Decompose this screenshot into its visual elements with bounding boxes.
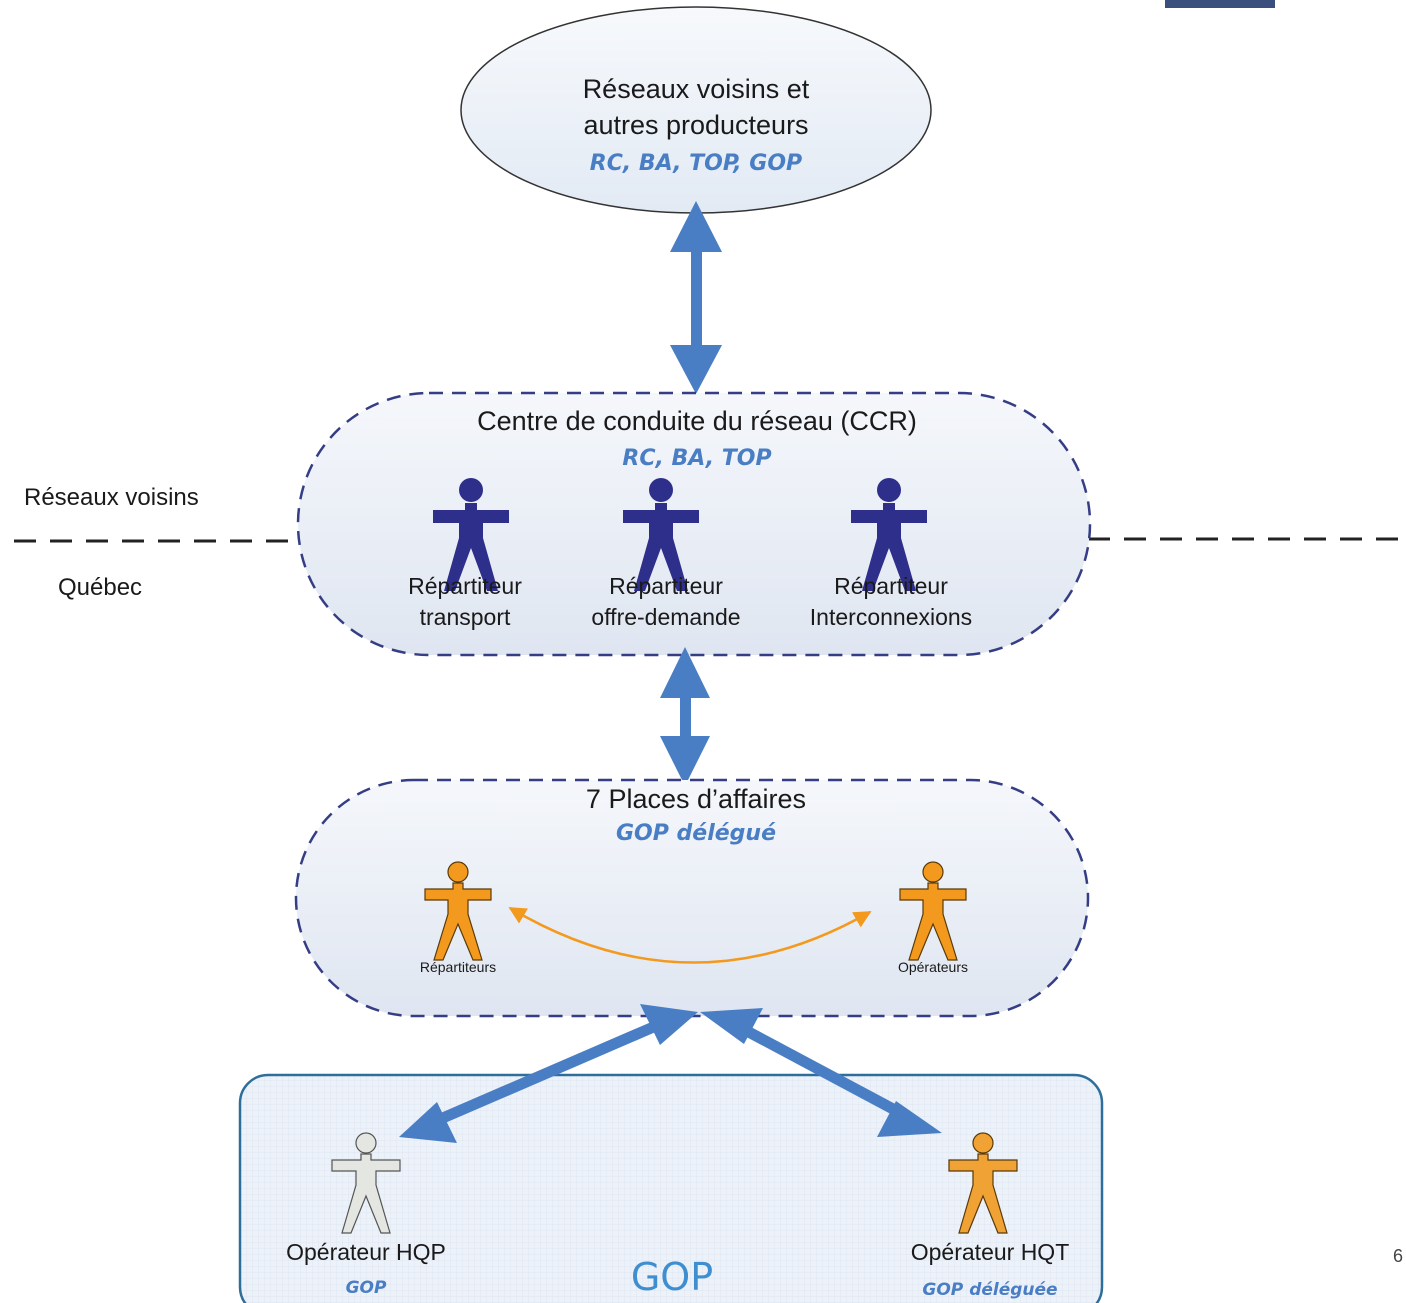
- arrow-top-to-ccr: [670, 201, 722, 394]
- ccr-roles: RC, BA, TOP: [622, 446, 771, 471]
- ccr-actor-3-line2: Interconnexions: [810, 604, 972, 630]
- actor-icon-transport: [433, 478, 509, 591]
- places-roles: GOP délégué: [616, 821, 776, 846]
- actor-icon-interconnexions: [851, 478, 927, 591]
- arrow-places-to-hqt: [700, 1008, 942, 1137]
- ccr-actor-2-line1: Répartiteur: [609, 573, 723, 599]
- actor-icon-repartiteurs: [424, 861, 492, 961]
- actor-icon-hqt: [948, 1132, 1018, 1234]
- arrow-ccr-to-places: [660, 647, 710, 786]
- ccr-actor-3-line1: Répartiteur: [834, 573, 948, 599]
- arrow-places-to-hqp: [399, 1004, 698, 1143]
- places-container: [294, 778, 1090, 1018]
- boundary-label-below: Québec: [58, 574, 142, 601]
- actor-icon-offre-demande: [623, 478, 699, 591]
- ccr-actor-1-line2: transport: [420, 604, 511, 630]
- top-node-line1: Réseaux voisins et: [583, 74, 810, 104]
- gop-right-role: GOP déléguée: [922, 1280, 1057, 1300]
- places-right-label: Opérateurs: [898, 959, 968, 975]
- top-node-line2: autres producteurs: [583, 110, 808, 140]
- places-left-label: Répartiteurs: [420, 959, 496, 975]
- gop-left-label: Opérateur HQP: [286, 1239, 446, 1265]
- gop-left-role: GOP: [346, 1278, 387, 1298]
- ccr-actor-1-line1: Répartiteur: [408, 573, 522, 599]
- actor-icon-operateurs: [899, 861, 967, 961]
- actor-icon-hqp: [331, 1132, 401, 1234]
- ccr-title: Centre de conduite du réseau (CCR): [477, 406, 917, 436]
- gop-right-label: Opérateur HQT: [911, 1239, 1070, 1265]
- ccr-actor-2-line2: offre-demande: [591, 604, 740, 630]
- corner-thumbnail: [1165, 0, 1275, 8]
- arrow-repartiteurs-operateurs: [508, 906, 872, 964]
- boundary-label-above: Réseaux voisins: [24, 484, 199, 511]
- places-title: 7 Places d’affaires: [586, 784, 806, 814]
- page-number: 6: [1393, 1246, 1403, 1266]
- top-node-roles: RC, BA, TOP, GOP: [590, 151, 802, 176]
- gop-label: GOP: [631, 1255, 713, 1299]
